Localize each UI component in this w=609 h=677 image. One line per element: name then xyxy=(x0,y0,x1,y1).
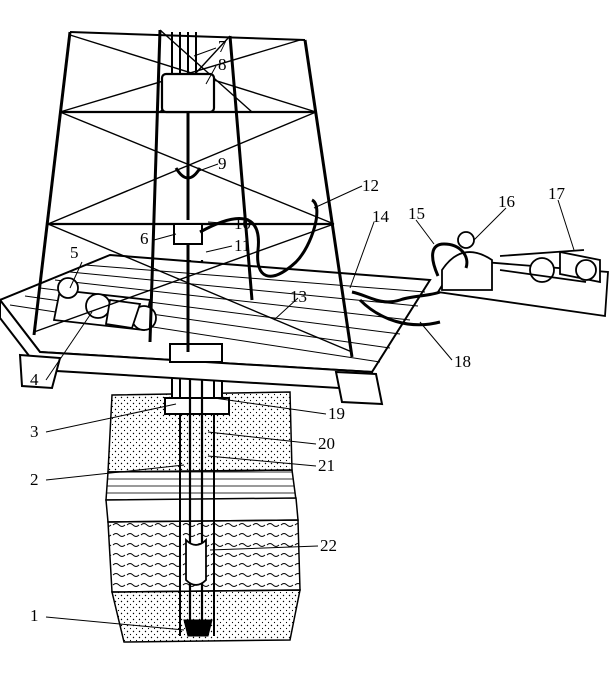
callout-13: 13 xyxy=(290,287,307,306)
callout-10: 10 xyxy=(234,214,251,233)
callout-12: 12 xyxy=(362,176,379,195)
traveling-block xyxy=(160,72,216,114)
callout-14: 14 xyxy=(372,207,390,226)
drill-collar xyxy=(185,537,207,586)
callout-15: 15 xyxy=(408,204,425,223)
callout-6: 6 xyxy=(140,229,149,248)
pump-skid xyxy=(436,231,609,318)
callout-9: 9 xyxy=(218,154,227,173)
callout-1: 1 xyxy=(30,606,39,625)
return-flow xyxy=(358,298,441,327)
rotary-table xyxy=(169,343,223,363)
callout-19: 19 xyxy=(328,404,345,423)
callout-7: 7 xyxy=(218,37,227,56)
hoisting-assembly xyxy=(160,32,216,352)
support-right xyxy=(334,370,384,406)
drill-bit-shape xyxy=(183,619,213,637)
stratum-bottom-sand xyxy=(111,589,301,643)
callout-8: 8 xyxy=(218,55,227,74)
mud-pump xyxy=(441,251,493,291)
callout-3: 3 xyxy=(30,422,39,441)
callout-18: 18 xyxy=(454,352,471,371)
casing-shoe xyxy=(164,397,230,415)
callout-5: 5 xyxy=(70,243,79,262)
callout-labels: 1 2 3 4 5 6 7 8 9 10 11 12 13 14 15 16 1… xyxy=(30,37,566,625)
suction-pipe xyxy=(351,290,441,304)
callout-4: 4 xyxy=(30,370,39,389)
mud-hose xyxy=(199,198,319,278)
callout-17: 17 xyxy=(548,184,566,203)
callout-16: 16 xyxy=(498,192,515,211)
callout-22: 22 xyxy=(320,536,337,555)
support-left xyxy=(18,353,62,390)
callout-20: 20 xyxy=(318,434,335,453)
callout-2: 2 xyxy=(30,470,39,489)
callout-21: 21 xyxy=(318,456,335,475)
discharge-line xyxy=(431,242,469,277)
swivel xyxy=(173,223,203,245)
pipes xyxy=(351,242,469,327)
drawworks xyxy=(52,277,157,331)
leader-lines xyxy=(45,47,575,631)
callout-11: 11 xyxy=(234,236,250,255)
drilling-platform xyxy=(0,253,432,406)
